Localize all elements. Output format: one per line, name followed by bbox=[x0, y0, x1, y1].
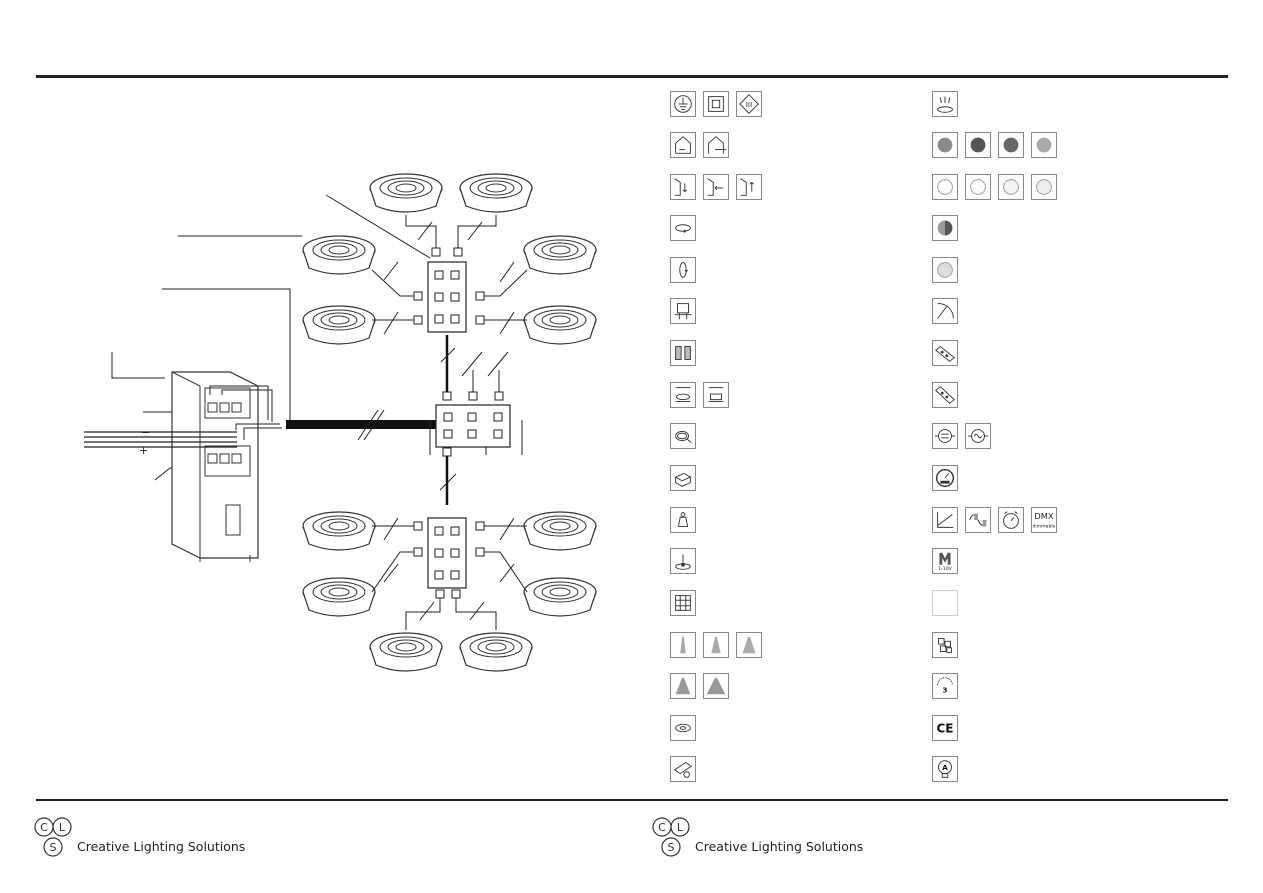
dmx-subtext: dimmable bbox=[1032, 523, 1055, 529]
brand-name: Creative Lighting Solutions bbox=[695, 838, 864, 854]
brand-name: Creative Lighting Solutions bbox=[77, 838, 246, 854]
rotation-vertical-icon bbox=[670, 257, 696, 283]
brand-logo-right: C L S Creative Lighting Solutions bbox=[651, 817, 863, 859]
energy-label-icon: A bbox=[932, 756, 958, 782]
plus-label: + bbox=[139, 444, 148, 457]
finish-grey-icon bbox=[932, 132, 958, 158]
brand-logo-left: C L S Creative Lighting Solutions bbox=[33, 817, 245, 859]
beam-narrow-icon bbox=[670, 632, 696, 658]
class-iii-icon: III bbox=[736, 91, 762, 117]
ce-text: CE bbox=[936, 722, 953, 736]
energy-letter: A bbox=[942, 763, 948, 772]
recessed-depth-icon bbox=[670, 298, 696, 324]
gauge-icon bbox=[932, 465, 958, 491]
cutout-width-icon bbox=[703, 382, 729, 408]
surface-left-icon bbox=[703, 174, 729, 200]
phase-dim-icon bbox=[965, 507, 991, 533]
cls-logo-mark: C L S bbox=[652, 817, 690, 857]
beam-medium-icon bbox=[703, 632, 729, 658]
double-insulation-icon bbox=[703, 91, 729, 117]
logo-letter-c: C bbox=[40, 821, 48, 834]
indoor-icon bbox=[670, 132, 696, 158]
dmx-text: DMX bbox=[1034, 511, 1054, 521]
driver-unit bbox=[171, 371, 259, 562]
warranty-icon: 3 bbox=[932, 673, 958, 699]
lens-icon bbox=[932, 257, 958, 283]
blank-icon bbox=[932, 590, 958, 616]
white-3-icon bbox=[998, 174, 1024, 200]
junction-box-icon bbox=[670, 465, 696, 491]
logo-letter-l: L bbox=[59, 821, 66, 834]
grid-icon bbox=[670, 590, 696, 616]
color-temp-icon bbox=[932, 215, 958, 241]
dmx-icon: DMX dimmable bbox=[1031, 507, 1057, 533]
weight-icon bbox=[670, 507, 696, 533]
warranty-number: 3 bbox=[942, 685, 947, 694]
ring-icon bbox=[670, 715, 696, 741]
logo-letter-c: C bbox=[658, 821, 666, 834]
top-rule bbox=[36, 75, 1228, 78]
temperature-icon bbox=[670, 548, 696, 574]
modular-icon bbox=[932, 632, 958, 658]
finish-dark-icon bbox=[965, 132, 991, 158]
logo-letter-s: S bbox=[668, 841, 675, 854]
logo-letter-l: L bbox=[677, 821, 684, 834]
bottom-rule bbox=[36, 799, 1228, 801]
mains-1-10v-icon: 1-10V bbox=[932, 548, 958, 574]
surface-up-icon bbox=[736, 174, 762, 200]
led-strip-icon bbox=[932, 340, 958, 366]
finish-black-icon bbox=[998, 132, 1024, 158]
minus-label: − bbox=[141, 426, 150, 439]
beam-wide-flood-icon bbox=[703, 673, 729, 699]
finish-silver-icon bbox=[1031, 132, 1057, 158]
beam-wide-icon bbox=[736, 632, 762, 658]
wiring-diagram: − + bbox=[84, 173, 597, 672]
led-strip-2-icon bbox=[932, 382, 958, 408]
dimming-curve-icon bbox=[932, 507, 958, 533]
cable-icon bbox=[670, 423, 696, 449]
dc-icon bbox=[932, 423, 958, 449]
angle-icon bbox=[932, 298, 958, 324]
surface-down-icon bbox=[670, 174, 696, 200]
white-icon bbox=[932, 174, 958, 200]
beam-flood-icon bbox=[670, 673, 696, 699]
ce-icon: CE bbox=[932, 715, 958, 741]
outdoor-icon bbox=[703, 132, 729, 158]
profile-icon bbox=[670, 340, 696, 366]
white-2-icon bbox=[965, 174, 991, 200]
cutout-icon bbox=[670, 382, 696, 408]
cls-logo-mark: C L S bbox=[34, 817, 72, 857]
mains-label: 1-10V bbox=[938, 566, 952, 572]
remote-icon bbox=[670, 756, 696, 782]
svg-text:III: III bbox=[746, 100, 753, 109]
earth-class-icon bbox=[670, 91, 696, 117]
logo-letter-s: S bbox=[50, 841, 57, 854]
ac-icon bbox=[965, 423, 991, 449]
rotation-horizontal-icon bbox=[670, 215, 696, 241]
timer-icon bbox=[998, 507, 1024, 533]
ip-rating-icon bbox=[932, 91, 958, 117]
white-4-icon bbox=[1031, 174, 1057, 200]
